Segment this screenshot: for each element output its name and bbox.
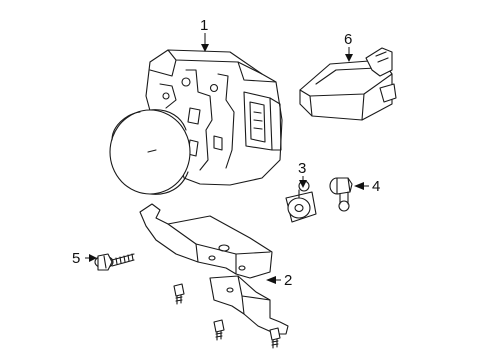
rubber-grommet [285,180,317,223]
callout-leaders [85,33,369,284]
callout-5: 5 [72,250,80,267]
control-module-ecu [299,47,397,121]
callout-1: 1 [200,17,208,34]
collar-bolt [329,177,353,212]
callout-6: 6 [344,31,352,48]
callout-3: 3 [298,160,306,177]
mounting-bracket [139,203,289,349]
flange-bolt [94,253,135,271]
callout-4: 4 [372,178,380,195]
abs-modulator-unit [109,49,283,195]
callout-2: 2 [284,272,292,289]
